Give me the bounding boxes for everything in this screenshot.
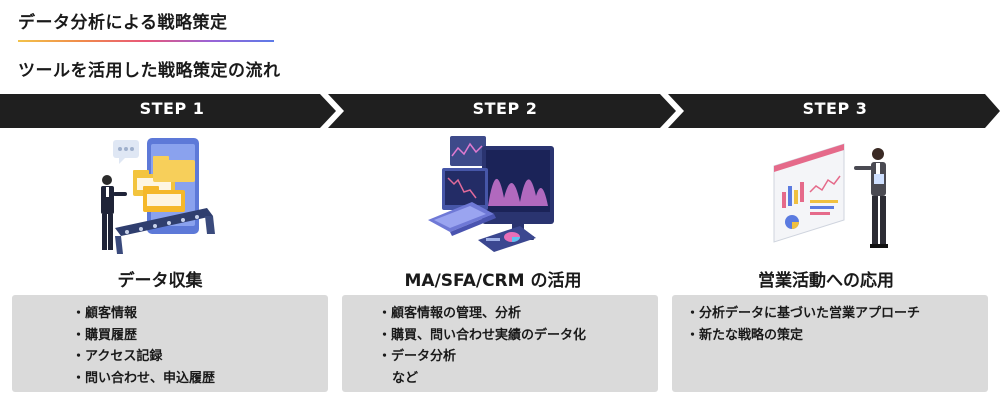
step-1-label: STEP 1	[139, 99, 205, 118]
list-item: ・アクセス記録	[72, 349, 163, 364]
step-2-label: STEP 2	[472, 99, 538, 118]
list-item: ・顧客情報の管理、分析	[378, 306, 522, 321]
sales-presentation-illustration	[773, 143, 888, 248]
page-title: データ分析による戦略策定	[18, 13, 228, 33]
list-item: ・購買履歴	[72, 327, 138, 343]
list-item: ・分析データに基づいた営業アプローチ	[686, 306, 921, 321]
process-arrow-band	[0, 94, 1000, 128]
page-subtitle: ツールを活用した戦略策定の流れ	[18, 61, 281, 81]
gradient-underline	[18, 40, 274, 42]
ma-sfa-crm-illustration	[428, 136, 554, 252]
step-2-details-box: ・顧客情報の管理、分析 ・購買、問い合わせ実績のデータ化 ・データ分析 など	[342, 295, 658, 392]
data-collection-illustration	[101, 138, 215, 254]
list-item: ・問い合わせ、申込履歴	[72, 370, 216, 386]
list-item: ・データ分析	[378, 349, 457, 364]
step-1-details-box: ・顧客情報 ・購買履歴 ・アクセス記録 ・問い合わせ、申込履歴	[12, 295, 328, 392]
step-2-title: MA/SFA/CRM の活用	[404, 271, 582, 291]
list-item: など	[392, 370, 419, 386]
list-item: ・購買、問い合わせ実績のデータ化	[378, 327, 587, 343]
step-3-title: 営業活動への応用	[758, 271, 894, 291]
step-1-title: データ収集	[117, 271, 203, 291]
list-item: ・新たな戦略の策定	[686, 327, 804, 343]
step-3-label: STEP 3	[802, 99, 868, 118]
step-3-details-box: ・分析データに基づいた営業アプローチ ・新たな戦略の策定	[672, 295, 988, 392]
list-item: ・顧客情報	[72, 306, 138, 321]
